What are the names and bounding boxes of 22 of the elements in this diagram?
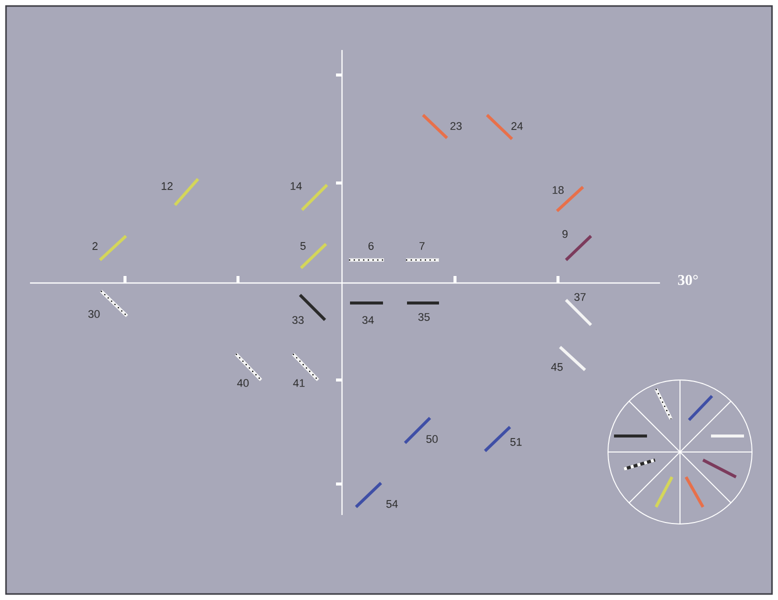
glyph-number: 9	[562, 230, 568, 238]
glyph-number: 54	[386, 500, 398, 508]
glyph-number: 2	[92, 242, 98, 250]
glyph-number: 45	[551, 363, 563, 371]
glyph-number: 33	[292, 316, 304, 324]
glyph-number: 6	[368, 242, 374, 250]
glyph-number: 35	[418, 313, 430, 321]
glyph-number: 41	[293, 379, 305, 387]
glyph-number: 5	[300, 242, 306, 250]
axis-label: 30°	[678, 274, 698, 286]
glyph-number: 7	[420, 242, 425, 250]
glyph-number: 23	[450, 122, 462, 130]
glyph-number: 34	[362, 316, 374, 324]
glyph-number: 14	[290, 182, 302, 190]
glyph-number: 37	[574, 293, 586, 301]
glyph-number: 18	[552, 186, 564, 194]
glyph-number: 30	[88, 310, 100, 318]
glyph-number: 50	[426, 435, 438, 443]
glyph-number: 12	[162, 182, 173, 190]
glyph-number: 24	[511, 122, 523, 130]
glyph-number: 51	[510, 438, 522, 446]
glyph-number: 40	[237, 379, 249, 387]
